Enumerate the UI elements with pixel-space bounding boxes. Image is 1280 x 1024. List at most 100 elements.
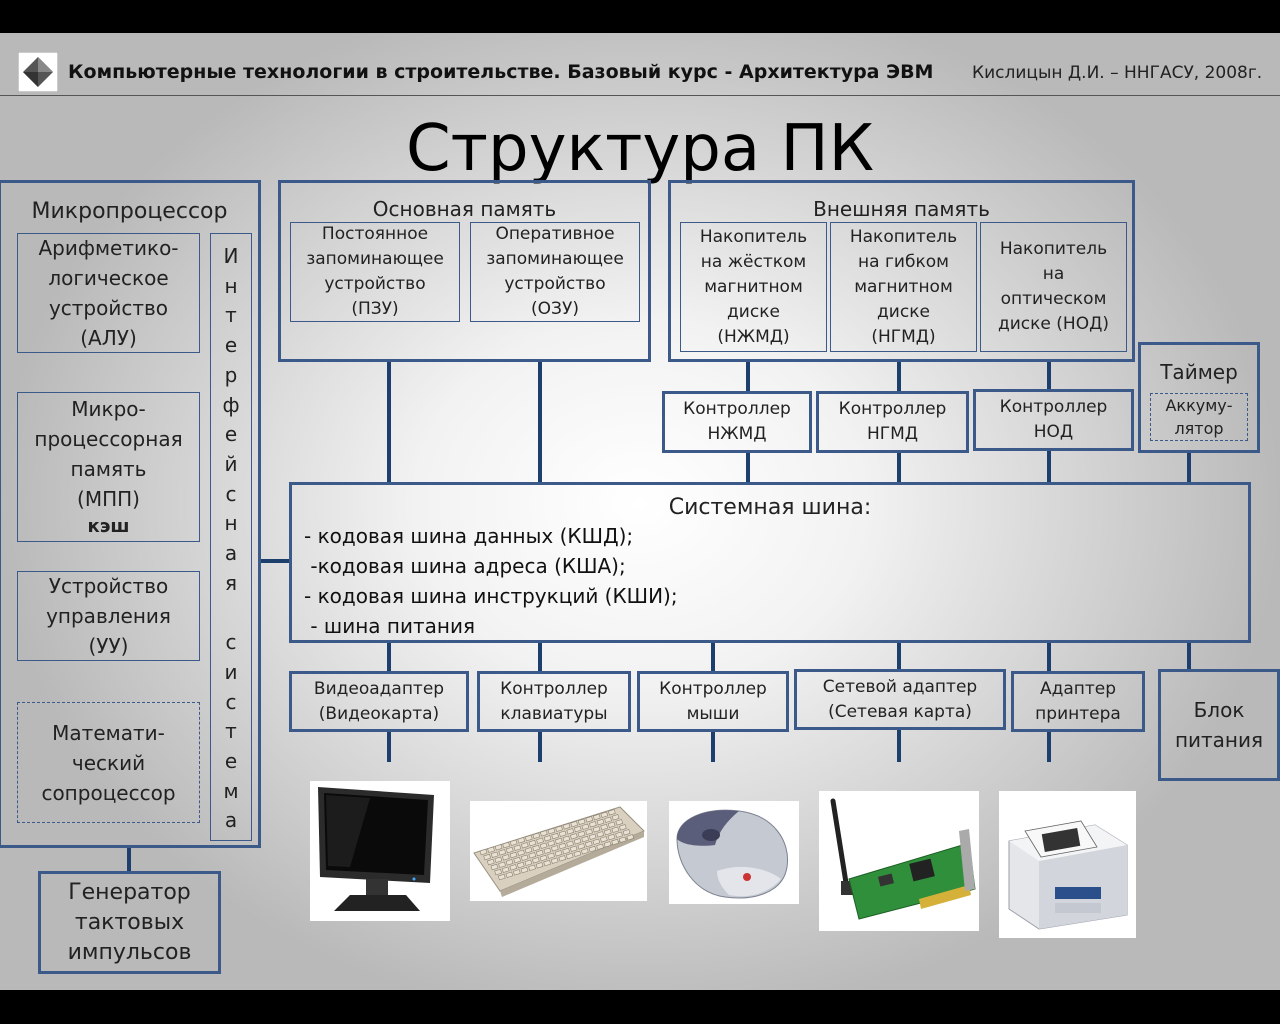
interface-system-letter: е	[224, 333, 238, 358]
keyboard-key	[516, 861, 525, 869]
keyboard-key	[520, 854, 529, 861]
interface-system-letter: т	[225, 303, 237, 328]
external-memory-block: Внешняя память	[668, 180, 1135, 362]
keyboard-key	[622, 829, 631, 836]
keyboard-key	[565, 852, 574, 860]
keyboard-key	[562, 835, 571, 842]
keyboard-key	[573, 825, 582, 833]
interface-system-letter: т	[225, 719, 237, 744]
keyboard-key	[619, 824, 627, 831]
fdd-block: Накопитель на гибком магнитном диске (НГ…	[830, 222, 977, 352]
keyboard-key	[589, 821, 597, 828]
keyboard-key	[573, 838, 582, 845]
keyboard-key	[584, 840, 593, 848]
mpp-cache-text: кэш	[87, 516, 130, 537]
hdd-block: Накопитель на жёстком магнитном диске (Н…	[680, 222, 827, 352]
keyboard-key	[608, 809, 616, 816]
connector-video-device	[387, 730, 391, 762]
keyboard-key	[562, 847, 570, 855]
keyboard-key	[528, 839, 537, 847]
timer-block: Таймер	[1138, 342, 1260, 453]
keyboard-key	[517, 849, 525, 856]
interface-system-letter: е	[224, 748, 238, 773]
keyboard-key	[603, 841, 612, 848]
keyboard-key	[532, 832, 541, 839]
interface-system-letter: а	[224, 541, 238, 566]
microprocessor-label: Микропроцессор	[31, 199, 228, 224]
keyboard-key	[618, 836, 627, 843]
mpp-text: Микро- процессорная память (МПП)	[34, 397, 183, 511]
header-divider	[0, 95, 1280, 96]
keyboard-key	[479, 848, 488, 856]
keyboard-key	[509, 839, 518, 846]
main-memory-label: Основная память	[372, 197, 557, 221]
hdd-controller-block: Контроллер НЖМД	[662, 391, 812, 453]
keyboard-key	[600, 823, 608, 831]
keyboard-key	[596, 818, 605, 826]
keyboard-key	[517, 837, 526, 844]
keyboard-key	[562, 823, 571, 830]
keyboard-key	[494, 856, 503, 863]
connector-keyboard-device	[538, 730, 542, 762]
keyboard-key	[566, 840, 574, 847]
battery-block: Аккуму- лятор	[1150, 393, 1248, 441]
connector-odd-ctrl	[1047, 361, 1051, 391]
keyboard-key	[558, 842, 567, 850]
keyboard-key	[555, 825, 563, 832]
connector-hddctrl-bus	[746, 451, 750, 483]
power-supply-block: Блок питания	[1158, 669, 1280, 781]
keyboard-key	[592, 826, 601, 833]
connector-bus-power	[1187, 642, 1191, 670]
keyboard-key	[494, 844, 503, 851]
keyboard-icon	[470, 801, 647, 901]
keyboard-key	[543, 847, 552, 854]
keyboard-key	[487, 846, 495, 853]
keyboard-key	[539, 842, 548, 849]
keyboard-key	[603, 828, 612, 836]
keyboard-key	[569, 845, 578, 852]
connector-fddctrl-bus	[897, 451, 901, 483]
keyboard-key	[570, 820, 578, 828]
keyboard-key	[600, 811, 609, 818]
keyboard-key	[513, 844, 522, 851]
keyboard-key	[592, 813, 601, 821]
keyboard-key	[581, 835, 589, 843]
keyboard-key	[521, 842, 529, 849]
math-coprocessor-block: Математи- ческий сопроцессор	[17, 702, 200, 823]
connector-rom-bus	[387, 361, 391, 483]
fdd-controller-block: Контроллер НГМД	[816, 391, 969, 453]
keyboard-key	[501, 866, 510, 873]
keyboard-key	[611, 838, 619, 846]
interface-system-letter: н	[224, 511, 238, 536]
mouse-controller-block: Контроллер мыши	[637, 671, 789, 732]
keyboard-key	[486, 858, 495, 866]
mouse-icon	[669, 801, 799, 904]
keyboard-key	[494, 868, 502, 876]
rom-block: Постоянное запоминающее устройство (ПЗУ)	[290, 222, 460, 322]
keyboard-key	[505, 871, 514, 878]
keyboard-key	[513, 869, 521, 876]
interface-system-letter: с	[225, 689, 237, 714]
keyboard-key	[581, 848, 589, 855]
keyboard-key	[596, 843, 604, 850]
keyboard-key	[573, 850, 582, 857]
connector-bus-keyboard	[538, 642, 542, 672]
ram-block: Оперативное запоминающее устройство (ОЗУ…	[470, 222, 640, 322]
keyboard-key	[554, 837, 563, 845]
header-course-title: Компьютерные технологии в строительстве.…	[68, 61, 934, 83]
connector-oddctrl-bus	[1047, 449, 1051, 483]
keyboard-controller-block: Контроллер клавиатуры	[477, 671, 631, 732]
keyboard-key	[577, 843, 586, 850]
logo-icon	[18, 52, 58, 92]
keyboard-key	[547, 840, 556, 847]
keyboard-key	[547, 827, 556, 835]
interface-system-letter: р	[224, 362, 238, 387]
interface-system-letter: н	[224, 273, 238, 298]
control-unit-block: Устройство управления (УУ)	[17, 571, 200, 661]
keyboard-key	[502, 841, 510, 849]
connector-mouse-device	[711, 730, 715, 762]
system-bus-label: Системная шина:	[668, 495, 872, 520]
keyboard-key	[498, 849, 507, 856]
